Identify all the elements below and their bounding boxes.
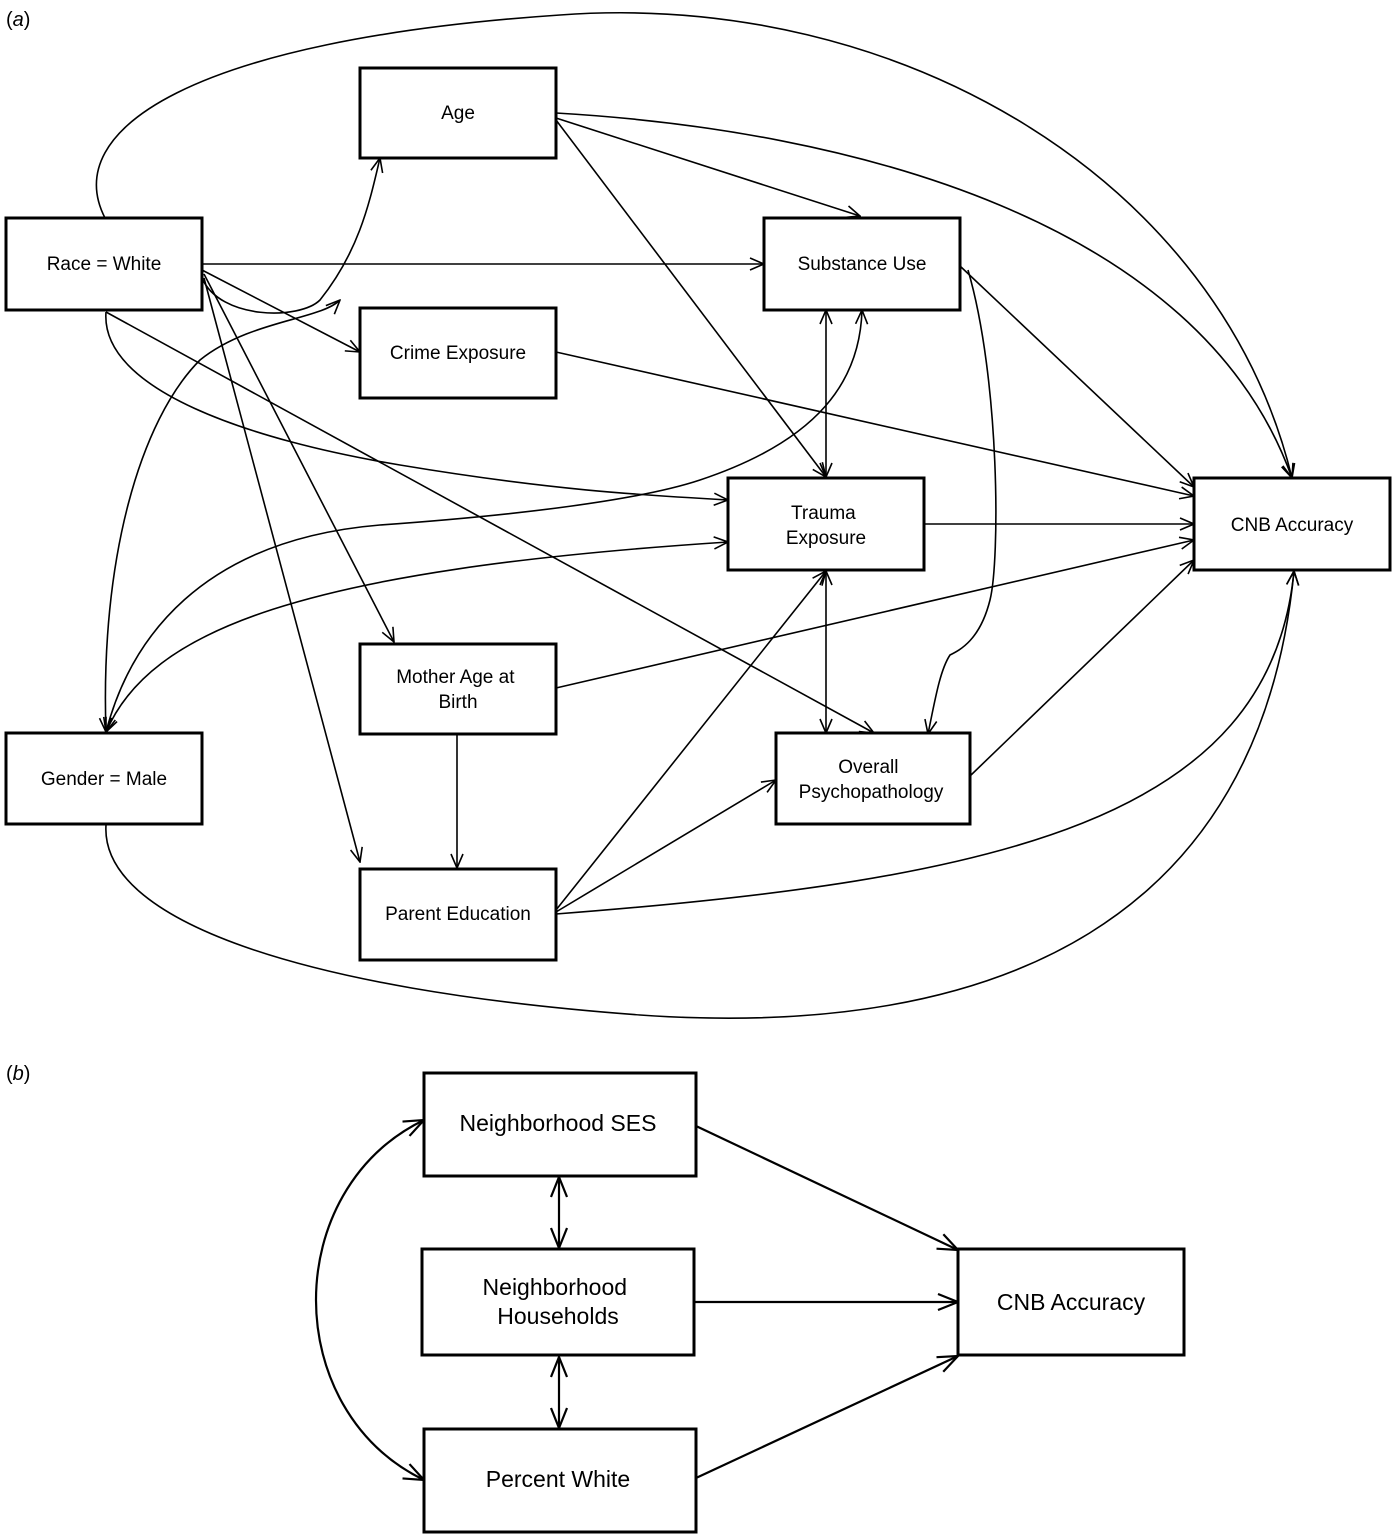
panel-a-letter: a xyxy=(13,9,24,31)
edge-psych-cnb xyxy=(969,560,1194,777)
svg-text:(b): (b) xyxy=(6,1063,30,1085)
node-psych-label-2: Psychopathology xyxy=(799,782,944,803)
node-gender-label: Gender = Male xyxy=(41,769,167,790)
svg-text:Parent Education: Parent Education xyxy=(385,904,531,925)
edge-parent-cnb xyxy=(555,571,1294,915)
svg-text:Mother Age at Birth: Mother Age at Birth xyxy=(396,667,520,713)
node-cnb-accuracy-b: CNB Accuracy xyxy=(956,1247,1186,1357)
node-households-label-1: Neighborhood xyxy=(483,1274,628,1300)
node-households-label-2: Households xyxy=(497,1303,618,1329)
node-white-label: Percent White xyxy=(486,1466,630,1492)
edge-crime-cnb xyxy=(555,351,1194,496)
edge-white-cnb xyxy=(695,1356,958,1479)
edge-substance-cnb xyxy=(959,265,1194,487)
node-trauma-label-1: Trauma xyxy=(791,503,856,524)
node-psych-label-1: Overall xyxy=(838,757,898,778)
node-mother-label-2: Birth xyxy=(438,692,477,713)
node-cnb-a-label: CNB Accuracy xyxy=(1231,515,1354,536)
edge-race-parent xyxy=(203,277,360,862)
node-gender-male: Gender = Male xyxy=(4,731,204,826)
edge-age-substance xyxy=(555,117,860,216)
edge-age-cnb xyxy=(555,112,1292,478)
node-race-white: Race = White xyxy=(4,216,204,312)
svg-text:Race = White: Race = White xyxy=(47,254,162,275)
node-parent-label: Parent Education xyxy=(385,904,531,925)
svg-text:Substance Use: Substance Use xyxy=(798,254,927,275)
edge-parent-trauma xyxy=(555,571,826,911)
node-age: Age xyxy=(358,66,558,160)
node-ses-label: Neighborhood SES xyxy=(460,1110,657,1136)
node-crime-exposure: Crime Exposure xyxy=(358,306,558,400)
node-race-label: Race = White xyxy=(47,254,162,275)
node-cnb-accuracy-a: CNB Accuracy xyxy=(1192,476,1392,572)
node-age-label: Age xyxy=(441,103,475,124)
node-cnb-b-label: CNB Accuracy xyxy=(997,1289,1146,1315)
svg-text:CNB Accuracy: CNB Accuracy xyxy=(997,1289,1146,1315)
svg-text:Age: Age xyxy=(441,103,475,124)
panel-b-label: (b) xyxy=(6,1063,30,1085)
node-trauma-label-2: Exposure xyxy=(786,528,866,549)
svg-text:Neighborhood Households: Neighborhood Households xyxy=(483,1274,634,1329)
svg-text:(a): (a) xyxy=(6,9,30,31)
svg-text:CNB Accuracy: CNB Accuracy xyxy=(1231,515,1354,536)
node-mother-age-at-birth: Mother Age at Birth xyxy=(358,642,558,736)
edge-ses-white xyxy=(314,1120,424,1480)
node-trauma-exposure: Trauma Exposure xyxy=(726,476,926,572)
node-neighborhood-ses: Neighborhood SES xyxy=(422,1071,698,1178)
node-mother-label-1: Mother Age at xyxy=(396,667,515,688)
edge-race-age xyxy=(201,158,380,314)
svg-text:Gender = Male: Gender = Male xyxy=(41,769,167,790)
panel-a-edges xyxy=(95,12,1294,1019)
edge-gender-cnb xyxy=(105,571,1294,1019)
svg-text:Percent White: Percent White xyxy=(486,1466,630,1492)
node-substance-label: Substance Use xyxy=(798,254,927,275)
edge-race-crime xyxy=(201,269,360,352)
node-overall-psychopathology: Overall Psychopathology xyxy=(774,731,972,826)
node-parent-education: Parent Education xyxy=(358,867,558,962)
node-percent-white: Percent White xyxy=(422,1427,698,1534)
node-crime-label: Crime Exposure xyxy=(390,343,526,364)
panel-a-label: (a) xyxy=(6,9,30,31)
edge-gender-age xyxy=(105,300,340,732)
edge-parent-psych xyxy=(555,780,776,913)
svg-text:Trauma Exposure: Trauma Exposure xyxy=(786,503,866,549)
panel-b-edges xyxy=(314,1120,958,1480)
node-substance-use: Substance Use xyxy=(762,216,962,312)
panel-b-letter: b xyxy=(13,1063,24,1085)
svg-text:Overall Psychopathology: Overall Psychopathology xyxy=(799,757,944,803)
edge-ses-cnb xyxy=(695,1125,958,1250)
edge-substance-psych xyxy=(928,269,997,734)
svg-text:Crime Exposure: Crime Exposure xyxy=(390,343,526,364)
node-neighborhood-households: Neighborhood Households xyxy=(420,1247,696,1357)
edge-race-cnb xyxy=(95,12,1292,478)
svg-text:Neighborhood SES: Neighborhood SES xyxy=(460,1110,657,1136)
edge-mother-cnb xyxy=(555,540,1194,689)
